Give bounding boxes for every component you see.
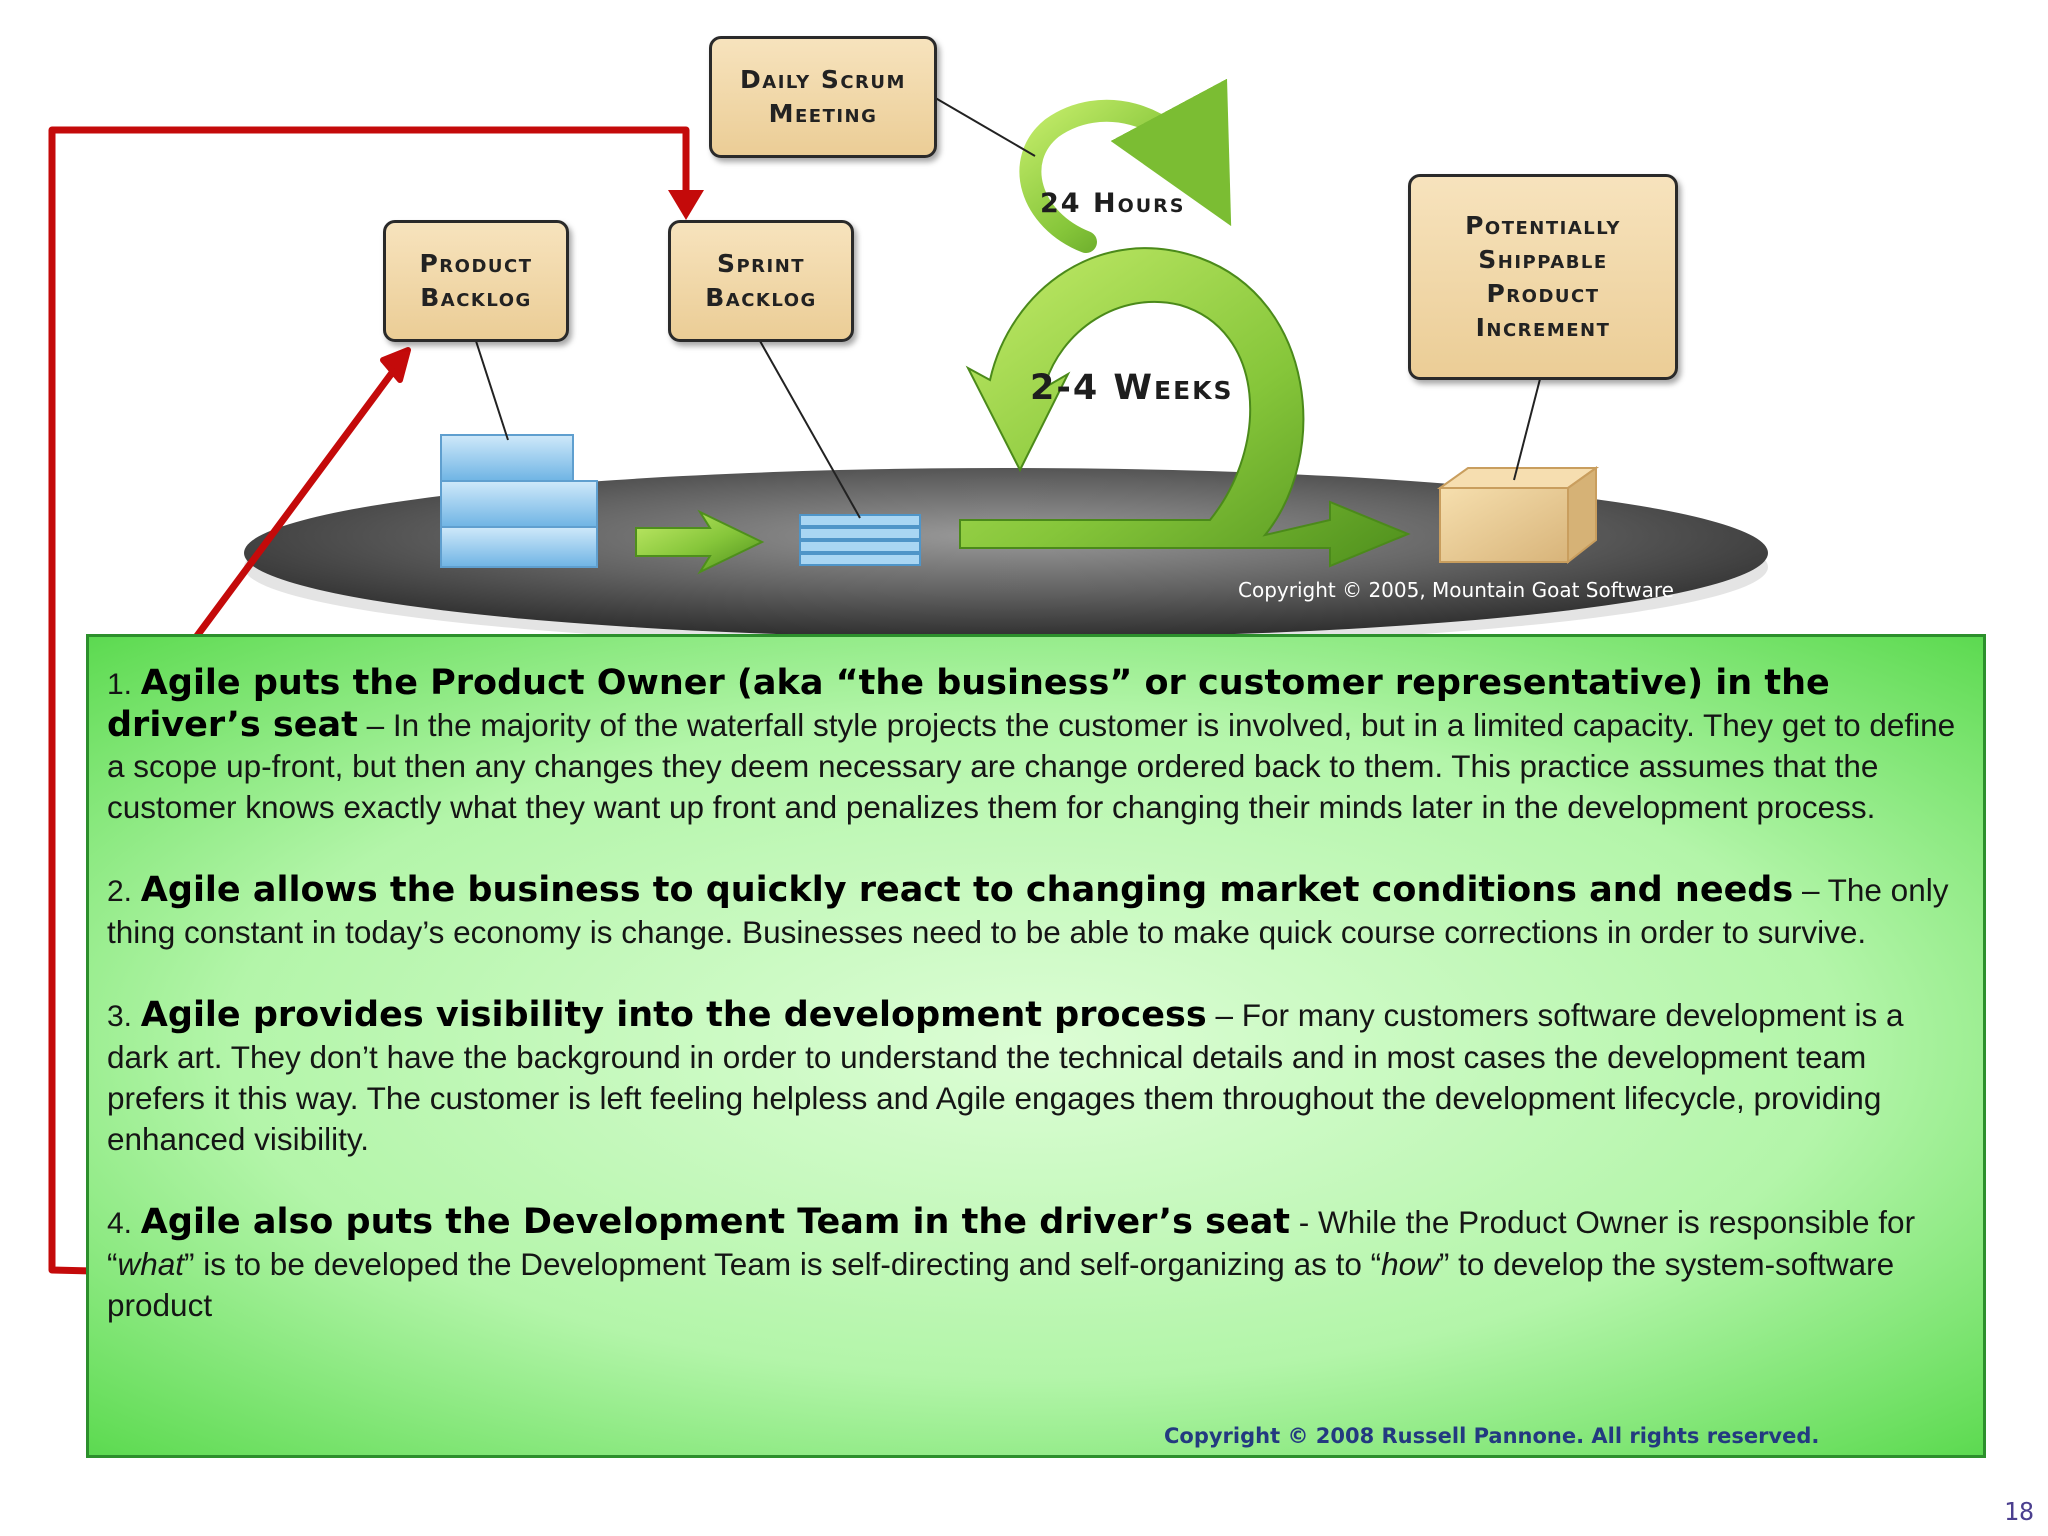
benefit-1-headline: Agile puts the Product Owner (aka “the b…: [107, 663, 1830, 745]
backlog-flow-arrow-icon: [635, 509, 765, 575]
benefit-2-headline: Agile allows the business to quickly rea…: [140, 870, 1794, 910]
daily-cycle-arrow-icon: [1019, 78, 1232, 253]
daily-scrum-leader-line: [931, 95, 1036, 157]
increment-box-line-2: Shippable: [1478, 245, 1608, 274]
daily-scrum-box-line-1: Daily Scrum: [740, 65, 906, 94]
benefit-4: 4. Agile also puts the Development Team …: [107, 1202, 1965, 1326]
benefit-3-headline: Agile provides visibility into the devel…: [140, 995, 1207, 1035]
product-backlog-box: Product Backlog: [383, 220, 569, 342]
product-backlog-box-line-1: Product: [419, 249, 533, 278]
increment-box-line-3: Product: [1486, 279, 1600, 308]
shipping-box-icon: [1436, 466, 1600, 565]
sprint-backlog-leader-line: [759, 340, 861, 519]
sprint-backlog-sheets-icon: [799, 514, 921, 566]
page-number: 18: [2003, 1497, 2034, 1526]
benefit-2-separator: –: [1793, 872, 1828, 908]
increment-box-line-4: Increment: [1475, 313, 1611, 342]
benefit-1: 1. Agile puts the Product Owner (aka “th…: [107, 663, 1965, 828]
red-diagonal-arrow-line: [163, 353, 408, 680]
agile-benefits-panel: 1. Agile puts the Product Owner (aka “th…: [86, 634, 1986, 1458]
benefit-1-number: 1.: [107, 668, 133, 701]
benefit-3: 3. Agile provides visibility into the de…: [107, 995, 1965, 1160]
benefit-4-body-part-1: While the Product Owner is responsible f…: [107, 1204, 1916, 1282]
daily-scrum-box-line-2: Meeting: [768, 99, 878, 128]
sprint-backlog-box-line-2: Backlog: [705, 283, 817, 312]
benefit-4-number: 4.: [107, 1207, 133, 1240]
platform: [244, 468, 1768, 638]
product-backlog-leader-line: [475, 340, 509, 441]
benefit-2: 2. Agile allows the business to quickly …: [107, 870, 1965, 953]
daily-cycle-label: 24 Hours: [1040, 188, 1186, 219]
increment-box-line-1: Potentially: [1465, 211, 1621, 240]
benefit-2-number: 2.: [107, 875, 133, 908]
sprint-cycle-label: 2-4 Weeks: [1030, 368, 1234, 408]
benefit-4-headline: Agile also puts the Development Team in …: [140, 1202, 1291, 1242]
sprint-backlog-box: Sprint Backlog: [668, 220, 854, 342]
benefit-2-body: The only thing constant in today’s econo…: [107, 872, 1949, 950]
product-backlog-blocks-icon: [440, 434, 598, 568]
sprint-backlog-box-line-1: Sprint: [716, 249, 806, 278]
diagram-copyright: Copyright © 2005, Mountain Goat Software: [1238, 578, 1674, 602]
red-loop-arrow-line: [48, 126, 690, 1276]
daily-scrum-meeting-box: Daily Scrum Meeting: [709, 36, 937, 158]
red-arrowhead-product-backlog-icon: [380, 347, 411, 383]
potentially-shippable-increment-box: Potentially Shippable Product Increment: [1408, 174, 1678, 380]
red-arrowhead-sprint-backlog-icon: [668, 190, 704, 220]
benefit-3-body: For many customers software development …: [107, 997, 1904, 1157]
red-annotation-arrows: [48, 126, 690, 1276]
sprint-cycle-arrow-icon: [959, 247, 1411, 568]
benefit-3-number: 3.: [107, 1000, 133, 1033]
benefit-4-body-what: what: [117, 1246, 185, 1282]
benefit-4-body-part-3: ” is to be developed the Development Tea…: [184, 1246, 1382, 1282]
benefit-4-separator: -: [1290, 1204, 1319, 1240]
product-backlog-box-line-2: Backlog: [420, 283, 532, 312]
benefit-4-body-how: how: [1381, 1246, 1439, 1282]
benefit-1-body: In the majority of the waterfall style p…: [107, 707, 1956, 825]
panel-copyright: Copyright © 2008 Russell Pannone. All ri…: [1164, 1424, 1820, 1448]
increment-leader-line: [1513, 378, 1541, 481]
benefit-3-separator: –: [1206, 997, 1242, 1033]
benefit-1-separator: –: [357, 707, 393, 743]
benefit-4-body-part-5: ” to develop the system-software product: [107, 1246, 1895, 1323]
